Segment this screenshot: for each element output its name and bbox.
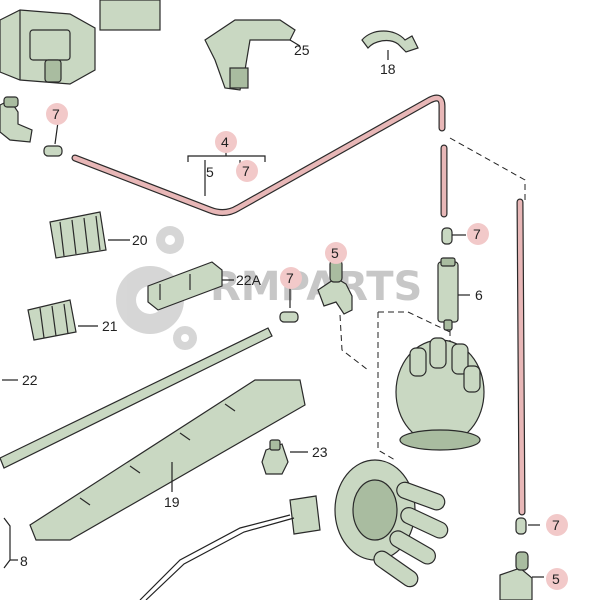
callout-21: 21 [102, 318, 118, 334]
callout-18: 18 [380, 61, 396, 77]
terminal-strip-20 [49, 211, 130, 259]
vacuum-unit [437, 257, 470, 331]
hose-clip-7a [43, 121, 63, 157]
callout-22: 22 [22, 372, 38, 388]
plug-connector [139, 495, 321, 600]
spark-plug-connector-left [0, 96, 33, 143]
callout-5c: 5 [552, 571, 560, 587]
mounting-bracket [204, 19, 301, 91]
hose-clip-7e [515, 517, 540, 535]
callout-bubble-7a [46, 103, 68, 125]
callout-bubble-7c [467, 223, 489, 245]
callout-23: 23 [312, 444, 328, 460]
callout-bubble-5b [325, 242, 347, 264]
callout-25: 25 [294, 42, 310, 58]
callout-7e: 7 [552, 517, 560, 533]
callout-19: 19 [164, 494, 180, 510]
callout-bubble-7b [236, 160, 258, 182]
hose-clip-7c [441, 227, 466, 245]
callout-7b: 7 [242, 163, 250, 179]
callout-bubble-7d [280, 267, 302, 289]
cable-clip [361, 30, 419, 60]
callout-4: 4 [221, 134, 229, 150]
hose-clip-7d [279, 286, 299, 323]
callout-7c: 7 [473, 226, 481, 242]
holder-22a [147, 261, 234, 311]
assembly-dashed-lines [339, 137, 526, 461]
callout-5a: 5 [206, 164, 214, 180]
callout-bubble-5c [546, 568, 568, 590]
callout-bubble-4 [215, 131, 237, 153]
cable-clip-23 [261, 439, 308, 475]
distributor-cap-lower [334, 459, 449, 588]
terminal-strip-21 [27, 299, 98, 341]
distributor-cap-upper [395, 337, 485, 451]
callout-5b: 5 [331, 245, 339, 261]
connector-bottom-right [499, 551, 544, 600]
bracket-marker-8 [3, 517, 18, 569]
callout-7d: 7 [286, 270, 294, 286]
callout-22a: 22A [236, 272, 262, 288]
callout-labels: 25 18 7 4 5 7 7 20 5 7 22A 6 21 22 23 19… [20, 42, 568, 590]
elbow-connector [317, 259, 353, 315]
callout-bubble-7e [546, 514, 568, 536]
callout-7a: 7 [52, 106, 60, 122]
callout-8: 8 [20, 553, 28, 569]
watermark-text: RMPARTS [210, 264, 422, 310]
callout-20: 20 [132, 232, 148, 248]
cable-duct [0, 327, 306, 541]
callout-6: 6 [475, 287, 483, 303]
vacuum-hose [71, 94, 526, 516]
ignition-coil [0, 0, 161, 85]
